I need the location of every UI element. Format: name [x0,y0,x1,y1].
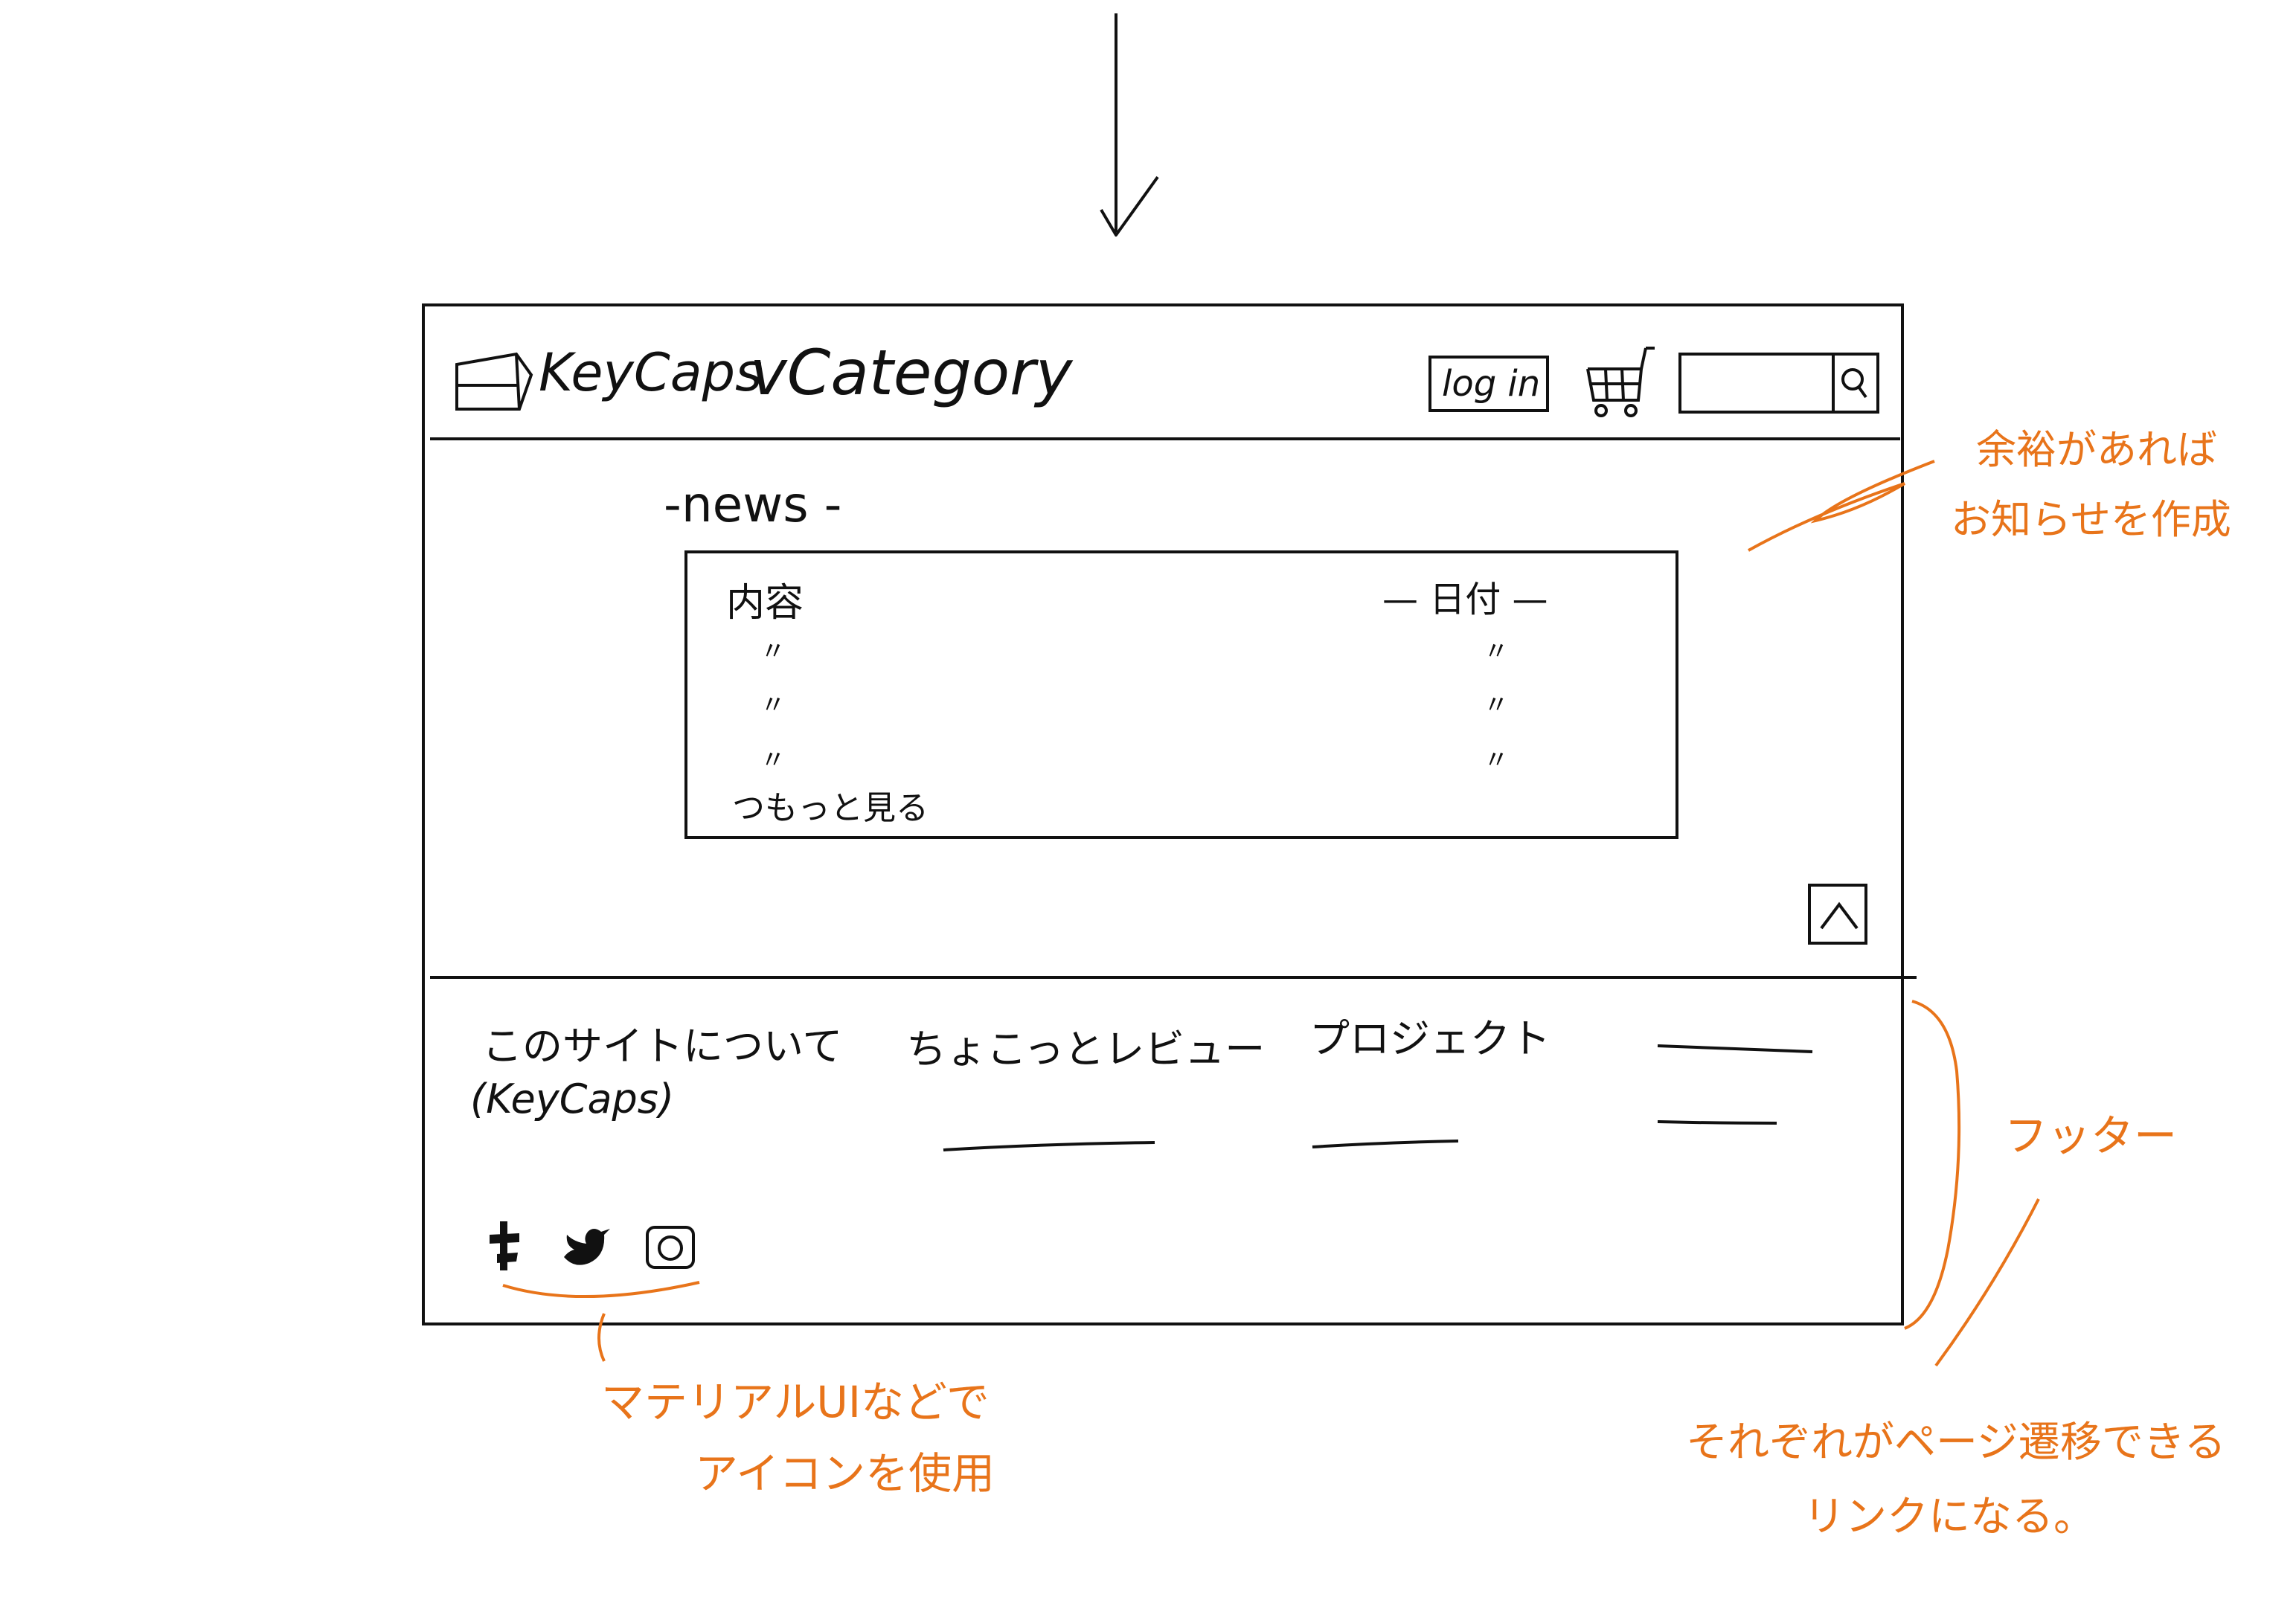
news-row-content[interactable]: 〃 [760,745,786,775]
scroll-top-button[interactable] [1808,884,1867,945]
category-menu[interactable]: vCategory [750,336,1073,409]
instagram-icon[interactable] [644,1224,698,1272]
news-row-date: 〃 [1484,690,1509,720]
annotation-icons-note: マテリアルUIなどで [601,1377,990,1427]
footer-link-placeholder [1312,1140,1459,1148]
news-row-content[interactable]: 〃 [760,690,786,720]
chevron-up-icon [1820,902,1859,930]
news-heading: -news - [664,476,842,533]
news-row-date: 〃 [1484,637,1509,666]
annotation-links-note: リンクになる。 [1803,1493,2095,1541]
search-icon[interactable] [1838,364,1869,402]
footer-link-placeholder [1657,1120,1777,1125]
footer-link-review[interactable]: ちょこっとレビュー [906,1026,1266,1073]
news-column-content: 内容 [726,581,804,626]
footer-link-about[interactable]: このサイトについて [482,1023,843,1070]
annotation-icons-note: アイコンを使用 [695,1448,995,1499]
annotation-links-note: それぞれがページ遷移できる [1686,1418,2226,1467]
keycap-logo-icon[interactable] [454,342,536,414]
footer-link-project[interactable]: プロジェクト [1309,1015,1551,1062]
footer-link-about-sub[interactable]: (KeyCaps) [470,1076,675,1122]
login-button[interactable]: log in [1428,356,1549,412]
annotation-footer-note: フッター [2004,1111,2178,1161]
twitter-icon[interactable] [559,1224,612,1273]
news-list: 内容 — 日付 — 〃 〃 〃 〃 〃 〃 つもっと見る [684,550,1678,839]
annotation-news-note: 余裕があれば [1976,426,2217,473]
footer-link-placeholder [1657,1044,1813,1053]
news-more-link[interactable]: つもっと見る [732,789,929,827]
news-row-date: 〃 [1484,745,1509,775]
cart-icon[interactable] [1580,342,1656,420]
search-input[interactable] [1678,353,1879,414]
login-button-label: log in [1442,363,1541,405]
header-divider [430,437,1900,440]
facebook-icon[interactable] [485,1217,524,1275]
site-logo-text[interactable]: KeyCaps [539,342,763,403]
page-wireframe [422,303,1904,1325]
search-divider [1832,353,1835,414]
annotation-news-note: お知らせを作成 [1951,496,2231,543]
footer-divider [430,976,1917,979]
news-column-date: — 日付 — [1382,579,1548,620]
footer-link-placeholder [943,1141,1155,1151]
news-row-content[interactable]: 〃 [760,637,786,666]
